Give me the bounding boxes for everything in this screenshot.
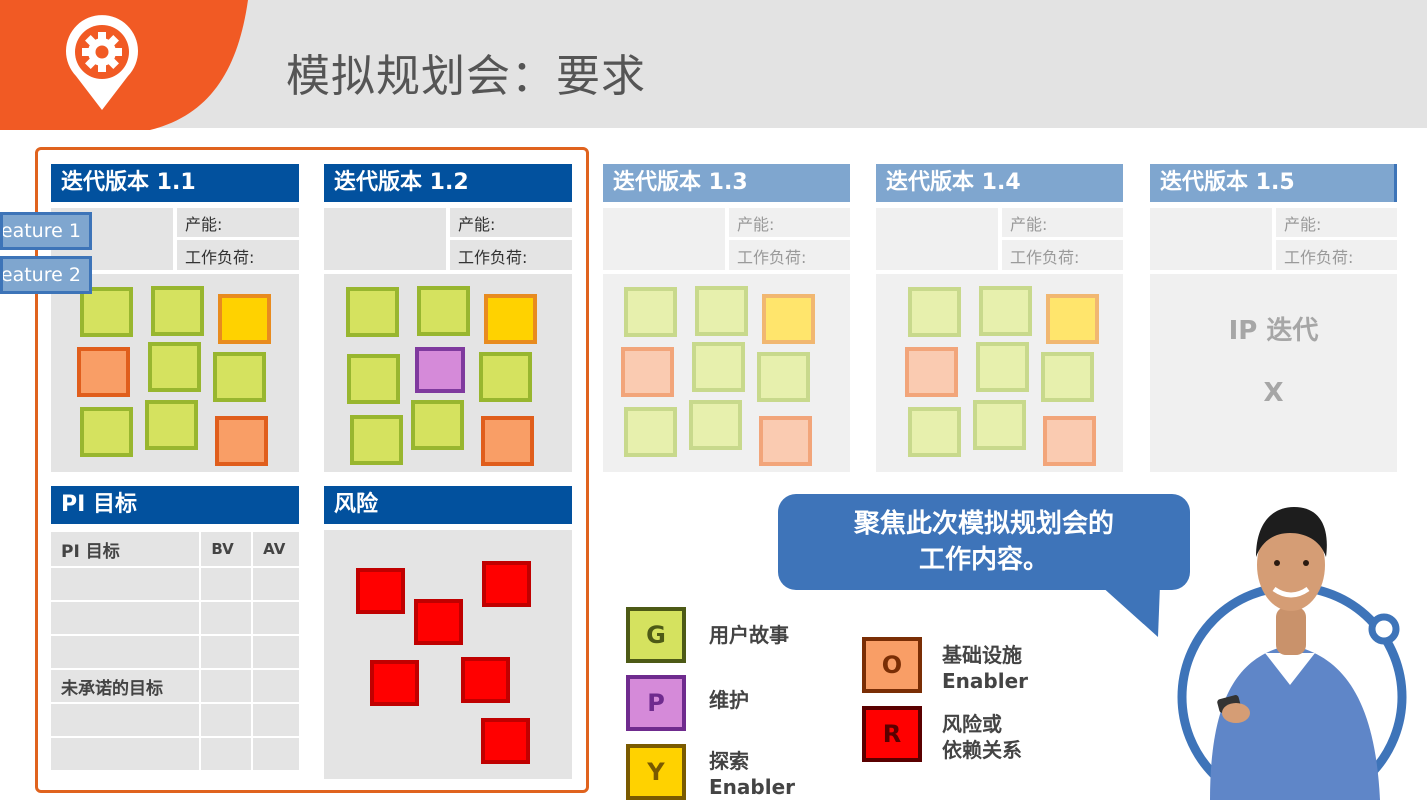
- exploration-card[interactable]: [218, 294, 271, 344]
- settings-location-icon: [66, 15, 138, 111]
- risk-card[interactable]: [461, 657, 510, 703]
- story-card[interactable]: [346, 287, 399, 337]
- story-card[interactable]: [417, 286, 470, 336]
- feature-tag[interactable]: Feature 2: [0, 256, 92, 294]
- story-card[interactable]: [80, 407, 133, 457]
- speech-bubble-line1: 聚焦此次模拟规划会的: [853, 509, 1114, 539]
- feature-tag[interactable]: Feature 1: [0, 212, 92, 250]
- story-card[interactable]: [695, 286, 748, 336]
- load-label: 工作负荷:: [737, 248, 807, 267]
- risks-panel: 风险: [324, 486, 572, 779]
- story-card[interactable]: [624, 287, 677, 337]
- story-card[interactable]: [979, 286, 1032, 336]
- load-label: 工作负荷:: [1010, 248, 1080, 267]
- legend-infrastructure-box: O: [862, 637, 922, 693]
- speech-bubble-text: 聚焦此次模拟规划会的 工作内容。: [778, 506, 1190, 578]
- iteration-board-1-4: 迭代版本 1.4 产能: 工作负荷:: [876, 164, 1123, 472]
- iteration-board-1-2: 迭代版本 1.2 产能: 工作负荷:: [324, 164, 572, 472]
- pi-objectives-title: PI 目标: [51, 486, 299, 524]
- risk-card[interactable]: [414, 599, 463, 645]
- legend-risk-sub: 依赖关系: [942, 738, 1022, 762]
- uncommitted-label: 未承诺的目标: [48, 668, 202, 704]
- legend-exploration-sub: Enabler: [709, 775, 795, 799]
- risk-card[interactable]: [356, 568, 405, 614]
- story-card[interactable]: [213, 352, 266, 402]
- story-card[interactable]: [80, 287, 133, 337]
- risk-card[interactable]: [481, 718, 530, 764]
- load-label: 工作负荷:: [458, 248, 528, 267]
- page-title: 模拟规划会：要求: [286, 51, 646, 102]
- story-card[interactable]: [350, 415, 403, 465]
- legend-risk-box: R: [862, 706, 922, 762]
- iteration-title: 迭代版本 1.2: [324, 164, 572, 202]
- iteration-title: 迭代版本 1.4: [876, 164, 1123, 202]
- risk-card[interactable]: [482, 561, 531, 607]
- story-card[interactable]: [411, 400, 464, 450]
- infrastructure-card[interactable]: [481, 416, 534, 466]
- legend-infrastructure-label: 基础设施: [942, 643, 1022, 667]
- story-card[interactable]: [1041, 352, 1094, 402]
- ip-iteration-mark: X: [1263, 378, 1284, 408]
- capacity-label: 产能:: [1010, 215, 1048, 234]
- infrastructure-card[interactable]: [77, 347, 130, 397]
- infrastructure-card[interactable]: [905, 347, 958, 397]
- story-card[interactable]: [976, 342, 1029, 392]
- focus-frame: [35, 147, 589, 793]
- infrastructure-card[interactable]: [1043, 416, 1096, 466]
- load-label: 工作负荷:: [1284, 248, 1354, 267]
- story-card[interactable]: [908, 287, 961, 337]
- legend-maintenance-label: 维护: [709, 688, 749, 712]
- capacity-label: 产能:: [185, 215, 223, 234]
- ip-iteration-label: IP 迭代: [1228, 316, 1319, 346]
- legend-exploration-box: Y: [626, 744, 686, 800]
- legend-infrastructure-sub: Enabler: [942, 669, 1028, 693]
- pi-objectives-table: PI 目标 BV AV 未承诺的目标: [48, 530, 301, 772]
- story-card[interactable]: [148, 342, 201, 392]
- load-label: 工作负荷:: [185, 248, 255, 267]
- risks-title: 风险: [324, 486, 572, 524]
- story-card[interactable]: [908, 407, 961, 457]
- speech-bubble-tail: [1100, 585, 1160, 637]
- story-card[interactable]: [479, 352, 532, 402]
- story-card[interactable]: [347, 354, 400, 404]
- capacity-label: 产能:: [458, 215, 496, 234]
- infrastructure-card[interactable]: [215, 416, 268, 466]
- risk-card[interactable]: [370, 660, 419, 706]
- bv-header: BV: [199, 530, 254, 568]
- speech-bubble-line2: 工作内容。: [918, 545, 1049, 575]
- infrastructure-card[interactable]: [621, 347, 674, 397]
- legend-story-label: 用户故事: [709, 623, 789, 647]
- capacity-label: 产能:: [737, 215, 775, 234]
- exploration-card[interactable]: [484, 294, 537, 344]
- legend-exploration-label: 探索: [709, 749, 749, 773]
- story-card[interactable]: [689, 400, 742, 450]
- story-card[interactable]: [692, 342, 745, 392]
- story-card[interactable]: [757, 352, 810, 402]
- legend-maintenance-box: P: [626, 675, 686, 731]
- iteration-title: 迭代版本 1.5: [1150, 164, 1397, 202]
- capacity-label: 产能:: [1284, 215, 1322, 234]
- maintenance-card[interactable]: [415, 347, 465, 393]
- av-header: AV: [251, 530, 301, 568]
- exploration-card[interactable]: [1046, 294, 1099, 344]
- exploration-card[interactable]: [762, 294, 815, 344]
- story-card[interactable]: [151, 286, 204, 336]
- pi-objectives-panel: PI 目标 PI 目标 BV AV 未承诺的目标: [48, 486, 301, 776]
- iteration-title: 迭代版本 1.1: [51, 164, 299, 202]
- story-card[interactable]: [145, 400, 198, 450]
- story-card[interactable]: [973, 400, 1026, 450]
- presenter-avatar: [1177, 507, 1407, 800]
- infrastructure-card[interactable]: [759, 416, 812, 466]
- story-card[interactable]: [624, 407, 677, 457]
- iteration-title: 迭代版本 1.3: [603, 164, 850, 202]
- iteration-board-1-5: 迭代版本 1.5 产能: 工作负荷: IP 迭代 X: [1150, 164, 1397, 472]
- legend-risk-label: 风险或: [942, 712, 1002, 736]
- iteration-board-1-3: 迭代版本 1.3 产能: 工作负荷:: [603, 164, 850, 472]
- speech-bubble: [778, 494, 1190, 590]
- legend-story-box: G: [626, 607, 686, 663]
- objective-header: PI 目标: [48, 530, 202, 568]
- iteration-board-1-1: 迭代版本 1.1 产能: 工作负荷:: [51, 164, 299, 472]
